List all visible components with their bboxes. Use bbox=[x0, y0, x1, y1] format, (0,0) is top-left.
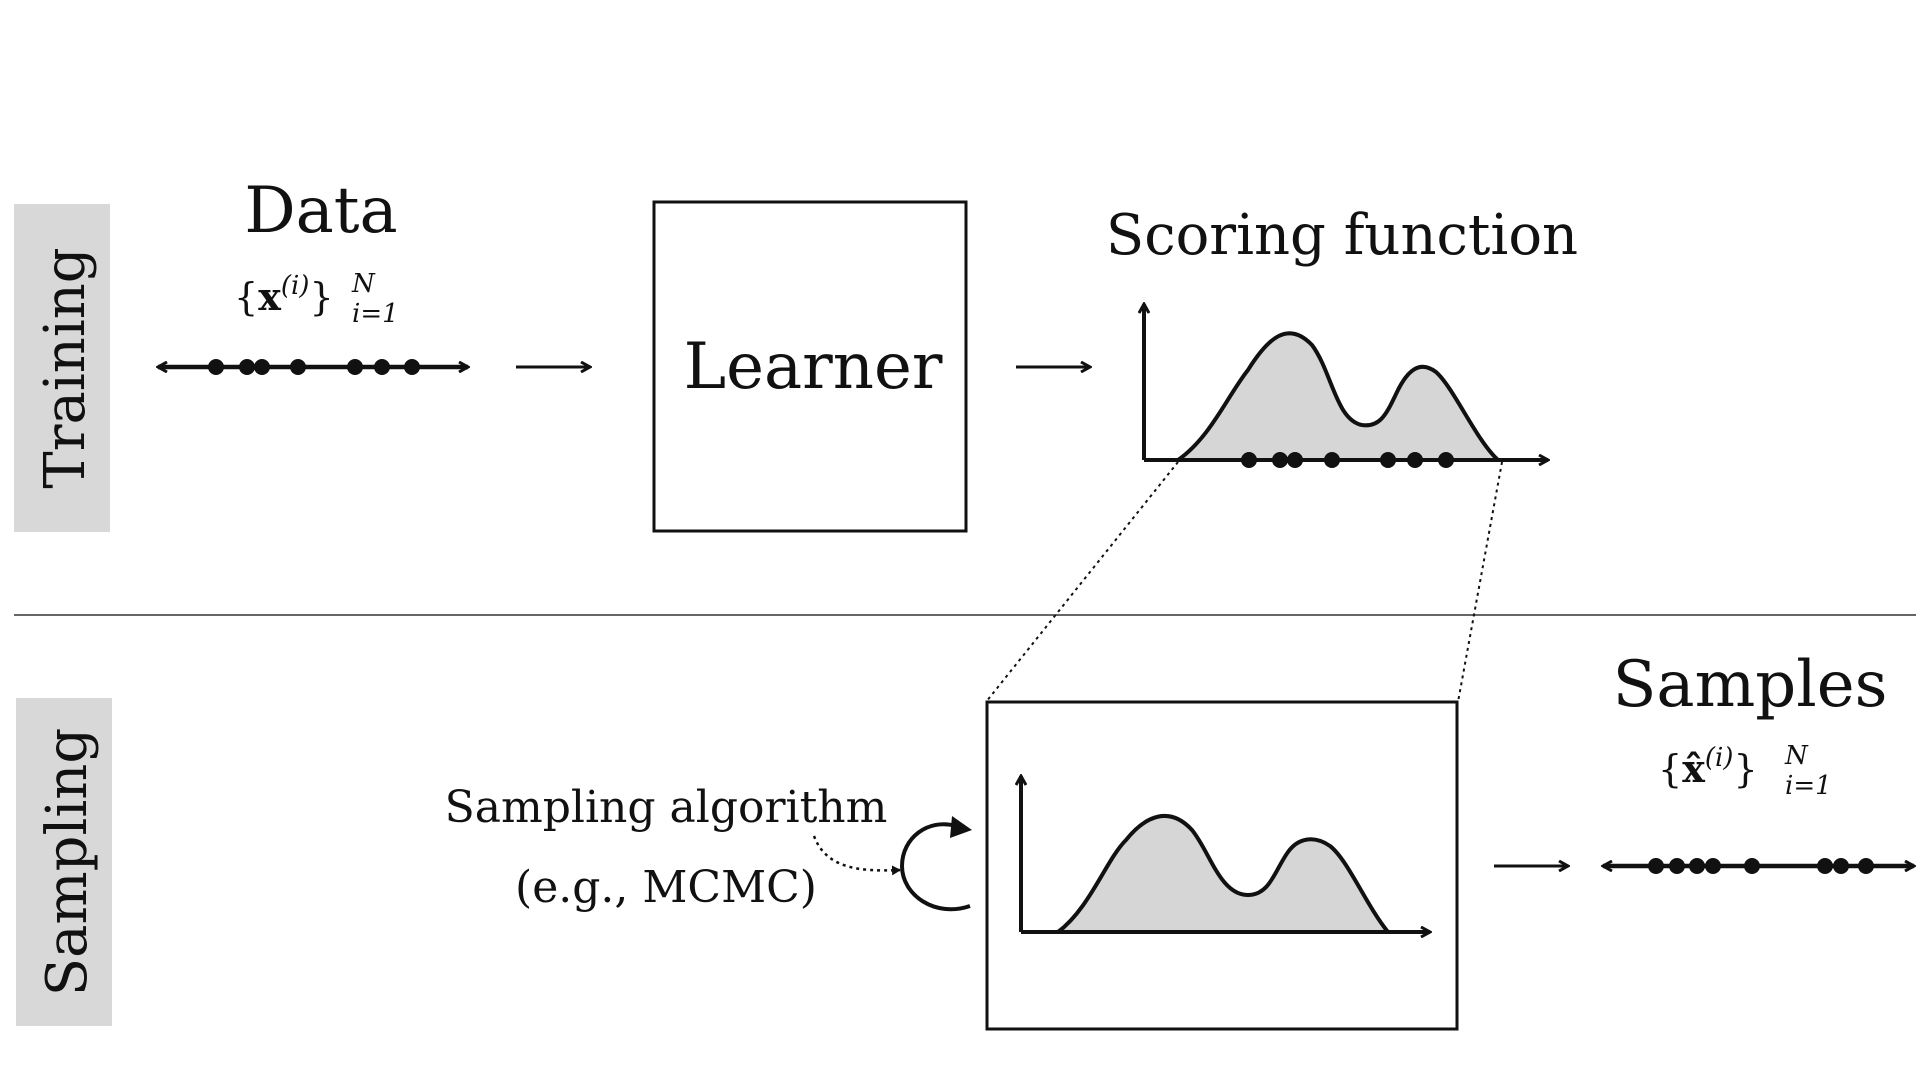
samples-set-symbol: x̂ bbox=[1682, 746, 1705, 791]
sample-point bbox=[1689, 858, 1705, 874]
data-number-line bbox=[158, 359, 468, 375]
sampling-band bbox=[16, 698, 112, 1026]
sampling-algorithm-line1: Sampling algorithm bbox=[445, 782, 888, 833]
scoring-function-plot bbox=[1144, 304, 1548, 468]
sample-point bbox=[1705, 858, 1721, 874]
scoring-data-point bbox=[1438, 452, 1454, 468]
data-title: Data bbox=[244, 174, 397, 248]
data-point bbox=[239, 359, 255, 375]
sample-point bbox=[1817, 858, 1833, 874]
samples-set-upper-limit: N bbox=[1784, 741, 1809, 771]
samples-number-line bbox=[1603, 858, 1914, 874]
svg-text:{x(i)}: {x(i)} bbox=[234, 271, 334, 319]
data-point bbox=[208, 359, 224, 375]
scoring-data-point bbox=[1407, 452, 1423, 468]
zoom-connector-right bbox=[1457, 461, 1503, 703]
data-point bbox=[347, 359, 363, 375]
scoring-data-point bbox=[1380, 452, 1396, 468]
sample-point bbox=[1744, 858, 1760, 874]
data-set-superscript: (i) bbox=[281, 271, 310, 301]
data-set-upper-limit: N bbox=[351, 269, 376, 299]
samples-set-close-brace: } bbox=[1733, 747, 1757, 791]
zoom-connector-left bbox=[985, 461, 1179, 703]
sampling-section-label: Sampling bbox=[35, 728, 100, 996]
training-band bbox=[14, 204, 110, 532]
sample-point bbox=[1858, 858, 1874, 874]
data-point bbox=[290, 359, 306, 375]
data-point bbox=[374, 359, 390, 375]
samples-set-open-brace: { bbox=[1658, 747, 1682, 791]
sample-point bbox=[1669, 858, 1685, 874]
data-set-lower-limit: i=1 bbox=[352, 299, 399, 329]
refresh-loop-icon bbox=[899, 816, 972, 912]
scoring-data-point bbox=[1272, 452, 1288, 468]
scoring-data-point bbox=[1287, 452, 1303, 468]
learner-box bbox=[652, 200, 968, 533]
data-set-notation: {x(i)} N i=1 bbox=[234, 269, 399, 329]
samples-title: Samples bbox=[1613, 648, 1888, 722]
learner-label: Learner bbox=[684, 330, 943, 404]
data-set-open-brace: { bbox=[234, 275, 258, 319]
sampler-density-plot bbox=[1021, 776, 1430, 932]
samples-set-lower-limit: i=1 bbox=[1785, 771, 1832, 801]
samples-set-superscript: (i) bbox=[1705, 743, 1734, 773]
scoring-data-point bbox=[1241, 452, 1257, 468]
data-set-symbol: x bbox=[258, 274, 281, 319]
sampling-algorithm-line2: (e.g., MCMC) bbox=[515, 862, 817, 913]
sample-point bbox=[1648, 858, 1664, 874]
data-point bbox=[404, 359, 420, 375]
scoring-density-curve bbox=[1171, 331, 1504, 462]
svg-text:{x̂(i)}: {x̂(i)} bbox=[1658, 743, 1758, 791]
sampler-box bbox=[985, 700, 1459, 1031]
samples-set-notation: {x̂(i)} N i=1 bbox=[1658, 741, 1832, 801]
sample-point bbox=[1833, 858, 1849, 874]
training-section-label: Training bbox=[33, 247, 98, 488]
scoring-function-title: Scoring function bbox=[1106, 203, 1578, 268]
data-set-close-brace: } bbox=[309, 275, 333, 319]
sampler-density-curve bbox=[1052, 813, 1393, 934]
scoring-data-point bbox=[1324, 452, 1340, 468]
data-point bbox=[254, 359, 270, 375]
algorithm-pointer-arrow bbox=[812, 835, 901, 876]
